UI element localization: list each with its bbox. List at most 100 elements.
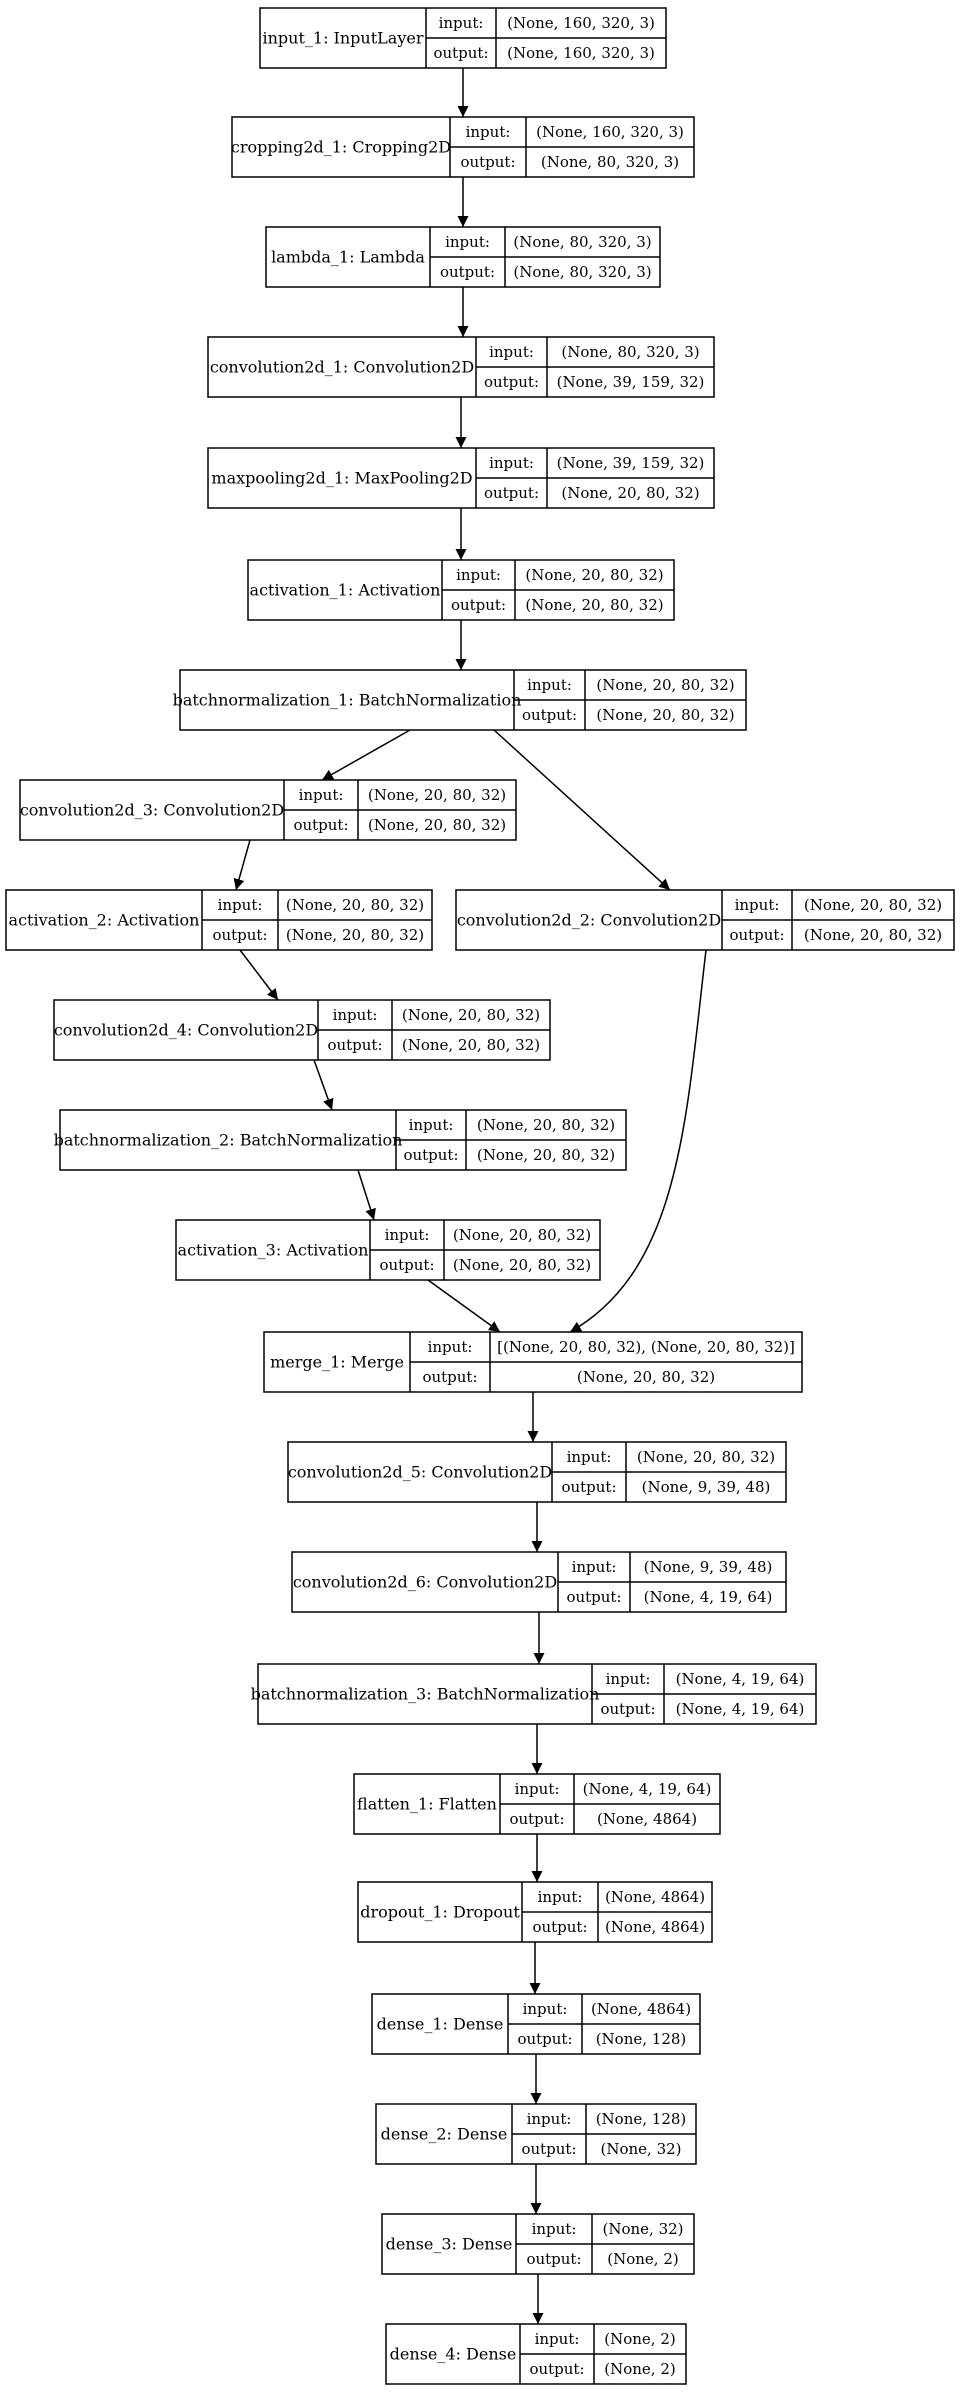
node-name: dense_1: Dense [377,2015,504,2034]
node-name: lambda_1: Lambda [271,248,425,267]
node-name: input_1: InputLayer [263,29,424,48]
node-batchnormalization-2: batchnormalization_2: BatchNormalization… [54,1109,627,1171]
output-label: output: [451,596,506,614]
input-shape: (None, 20, 80, 32) [596,676,734,694]
input-shape: (None, 160, 320, 3) [507,14,655,32]
input-label: input: [333,1006,378,1024]
node-name: maxpooling2d_1: MaxPooling2D [211,469,472,488]
node-name: dropout_1: Dropout [360,1903,520,1922]
input-label: input: [409,1116,454,1134]
output-shape: (None, 4, 19, 64) [676,1700,805,1718]
input-shape: (None, 39, 159, 32) [557,454,705,472]
input-label: input: [489,454,534,472]
output-shape: (None, 20, 80, 32) [402,1036,540,1054]
output-label: output: [293,816,348,834]
input-label: input: [527,2110,572,2128]
node-name: batchnormalization_1: BatchNormalization [173,691,522,710]
node-name: convolution2d_6: Convolution2D [293,1573,557,1592]
output-shape: (None, 4864) [597,1810,697,1828]
node-name: convolution2d_4: Convolution2D [54,1021,318,1040]
input-shape: (None, 9, 39, 48) [644,1558,773,1576]
node-batchnormalization-1: batchnormalization_1: BatchNormalization… [173,669,747,731]
output-shape: (None, 4, 19, 64) [644,1588,773,1606]
edge-batchnormalization-1-to-convolution2d-2 [493,729,671,891]
node-name: batchnormalization_3: BatchNormalization [251,1685,600,1704]
output-shape: (None, 20, 80, 32) [596,706,734,724]
edges-layer [233,68,707,2324]
output-shape: (None, 2) [607,2250,678,2268]
node-maxpooling2d-1: maxpooling2d_1: MaxPooling2D input: output… [207,447,715,509]
output-label: output: [212,926,267,944]
output-label: output: [529,2360,584,2378]
output-label: output: [327,1036,382,1054]
input-shape: (None, 2) [604,2330,675,2348]
input-shape: (None, 80, 320, 3) [561,343,699,361]
input-label: input: [606,1670,651,1688]
node-name: batchnormalization_2: BatchNormalization [54,1131,403,1150]
input-shape: (None, 20, 80, 32) [804,896,942,914]
input-shape: (None, 80, 320, 3) [513,233,651,251]
output-shape: (None, 20, 80, 32) [368,816,506,834]
input-shape: (None, 32) [602,2220,683,2238]
output-shape: (None, 32) [600,2140,681,2158]
output-label: output: [561,1478,616,1496]
edge-batchnormalization-1-to-convolution2d-3 [321,729,411,781]
input-shape: (None, 20, 80, 32) [525,566,663,584]
edge-activation-3-to-merge-1 [427,1279,501,1333]
output-shape: (None, 9, 39, 48) [642,1478,771,1496]
node-name: convolution2d_3: Convolution2D [20,801,284,820]
node-name: dense_4: Dense [390,2345,517,2364]
node-convolution2d-3: convolution2d_3: Convolution2Dinput:outp… [19,779,517,841]
output-label: output: [484,484,539,502]
edge-convolution2d-3-to-activation-2 [233,839,251,891]
node-name: activation_1: Activation [250,581,441,600]
node-name: merge_1: Merge [270,1353,404,1372]
output-label: output: [460,153,515,171]
input-label: input: [523,2000,568,2018]
node-name: activation_3: Activation [178,1241,369,1260]
node-name: convolution2d_5: Convolution2D [288,1463,552,1482]
input-label: input: [735,896,780,914]
output-shape: (None, 2) [604,2360,675,2378]
edge-activation-2-to-convolution2d-4 [239,949,279,1001]
output-shape: (None, 39, 159, 32) [557,373,705,391]
output-label: output: [422,1368,477,1386]
output-label: output: [509,1810,564,1828]
input-shape: (None, 160, 320, 3) [536,123,684,141]
node-name: convolution2d_2: Convolution2D [457,911,721,930]
input-shape: (None, 20, 80, 32) [477,1116,615,1134]
node-name: convolution2d_1: Convolution2D [210,358,474,377]
node-activation-1: activation_1: Activationinput:output:(No… [247,559,675,621]
output-shape: (None, 4864) [605,1918,705,1936]
input-label: input: [572,1558,617,1576]
output-shape: (None, 20, 80, 32) [525,596,663,614]
output-shape: (None, 20, 80, 32) [561,484,699,502]
node-name: activation_2: Activation [9,911,200,930]
input-shape: (None, 20, 80, 32) [402,1006,540,1024]
node-name: dense_3: Dense [386,2235,513,2254]
output-shape: (None, 160, 320, 3) [507,44,655,62]
input-label: input: [535,2330,580,2348]
node-dense-4: dense_4: Dense input: output: (None, 2) (Non… [385,2323,687,2385]
input-shape: [(None, 20, 80, 32), (None, 20, 80, 32)] [497,1338,795,1356]
output-label: output: [433,44,488,62]
output-label: output: [484,373,539,391]
output-shape: (None, 20, 80, 32) [804,926,942,944]
output-label: output: [532,1918,587,1936]
output-label: output: [521,2140,576,2158]
output-label: output: [379,1256,434,1274]
node-batchnormalization-3: batchnormalization_3: BatchNormalization… [251,1663,817,1725]
output-label: output: [600,1700,655,1718]
output-shape: (None, 20, 80, 32) [577,1368,715,1386]
node-convolution2d-5: convolution2d_5: Convolution2Dinput:outp… [287,1441,787,1503]
input-shape: (None, 20, 80, 32) [286,896,424,914]
node-name: cropping2d_1: Cropping2D [231,138,451,157]
input-label: input: [466,123,511,141]
input-label: input: [385,1226,430,1244]
edge-batchnormalization-2-to-activation-3 [357,1169,376,1221]
output-label: output: [403,1146,458,1164]
